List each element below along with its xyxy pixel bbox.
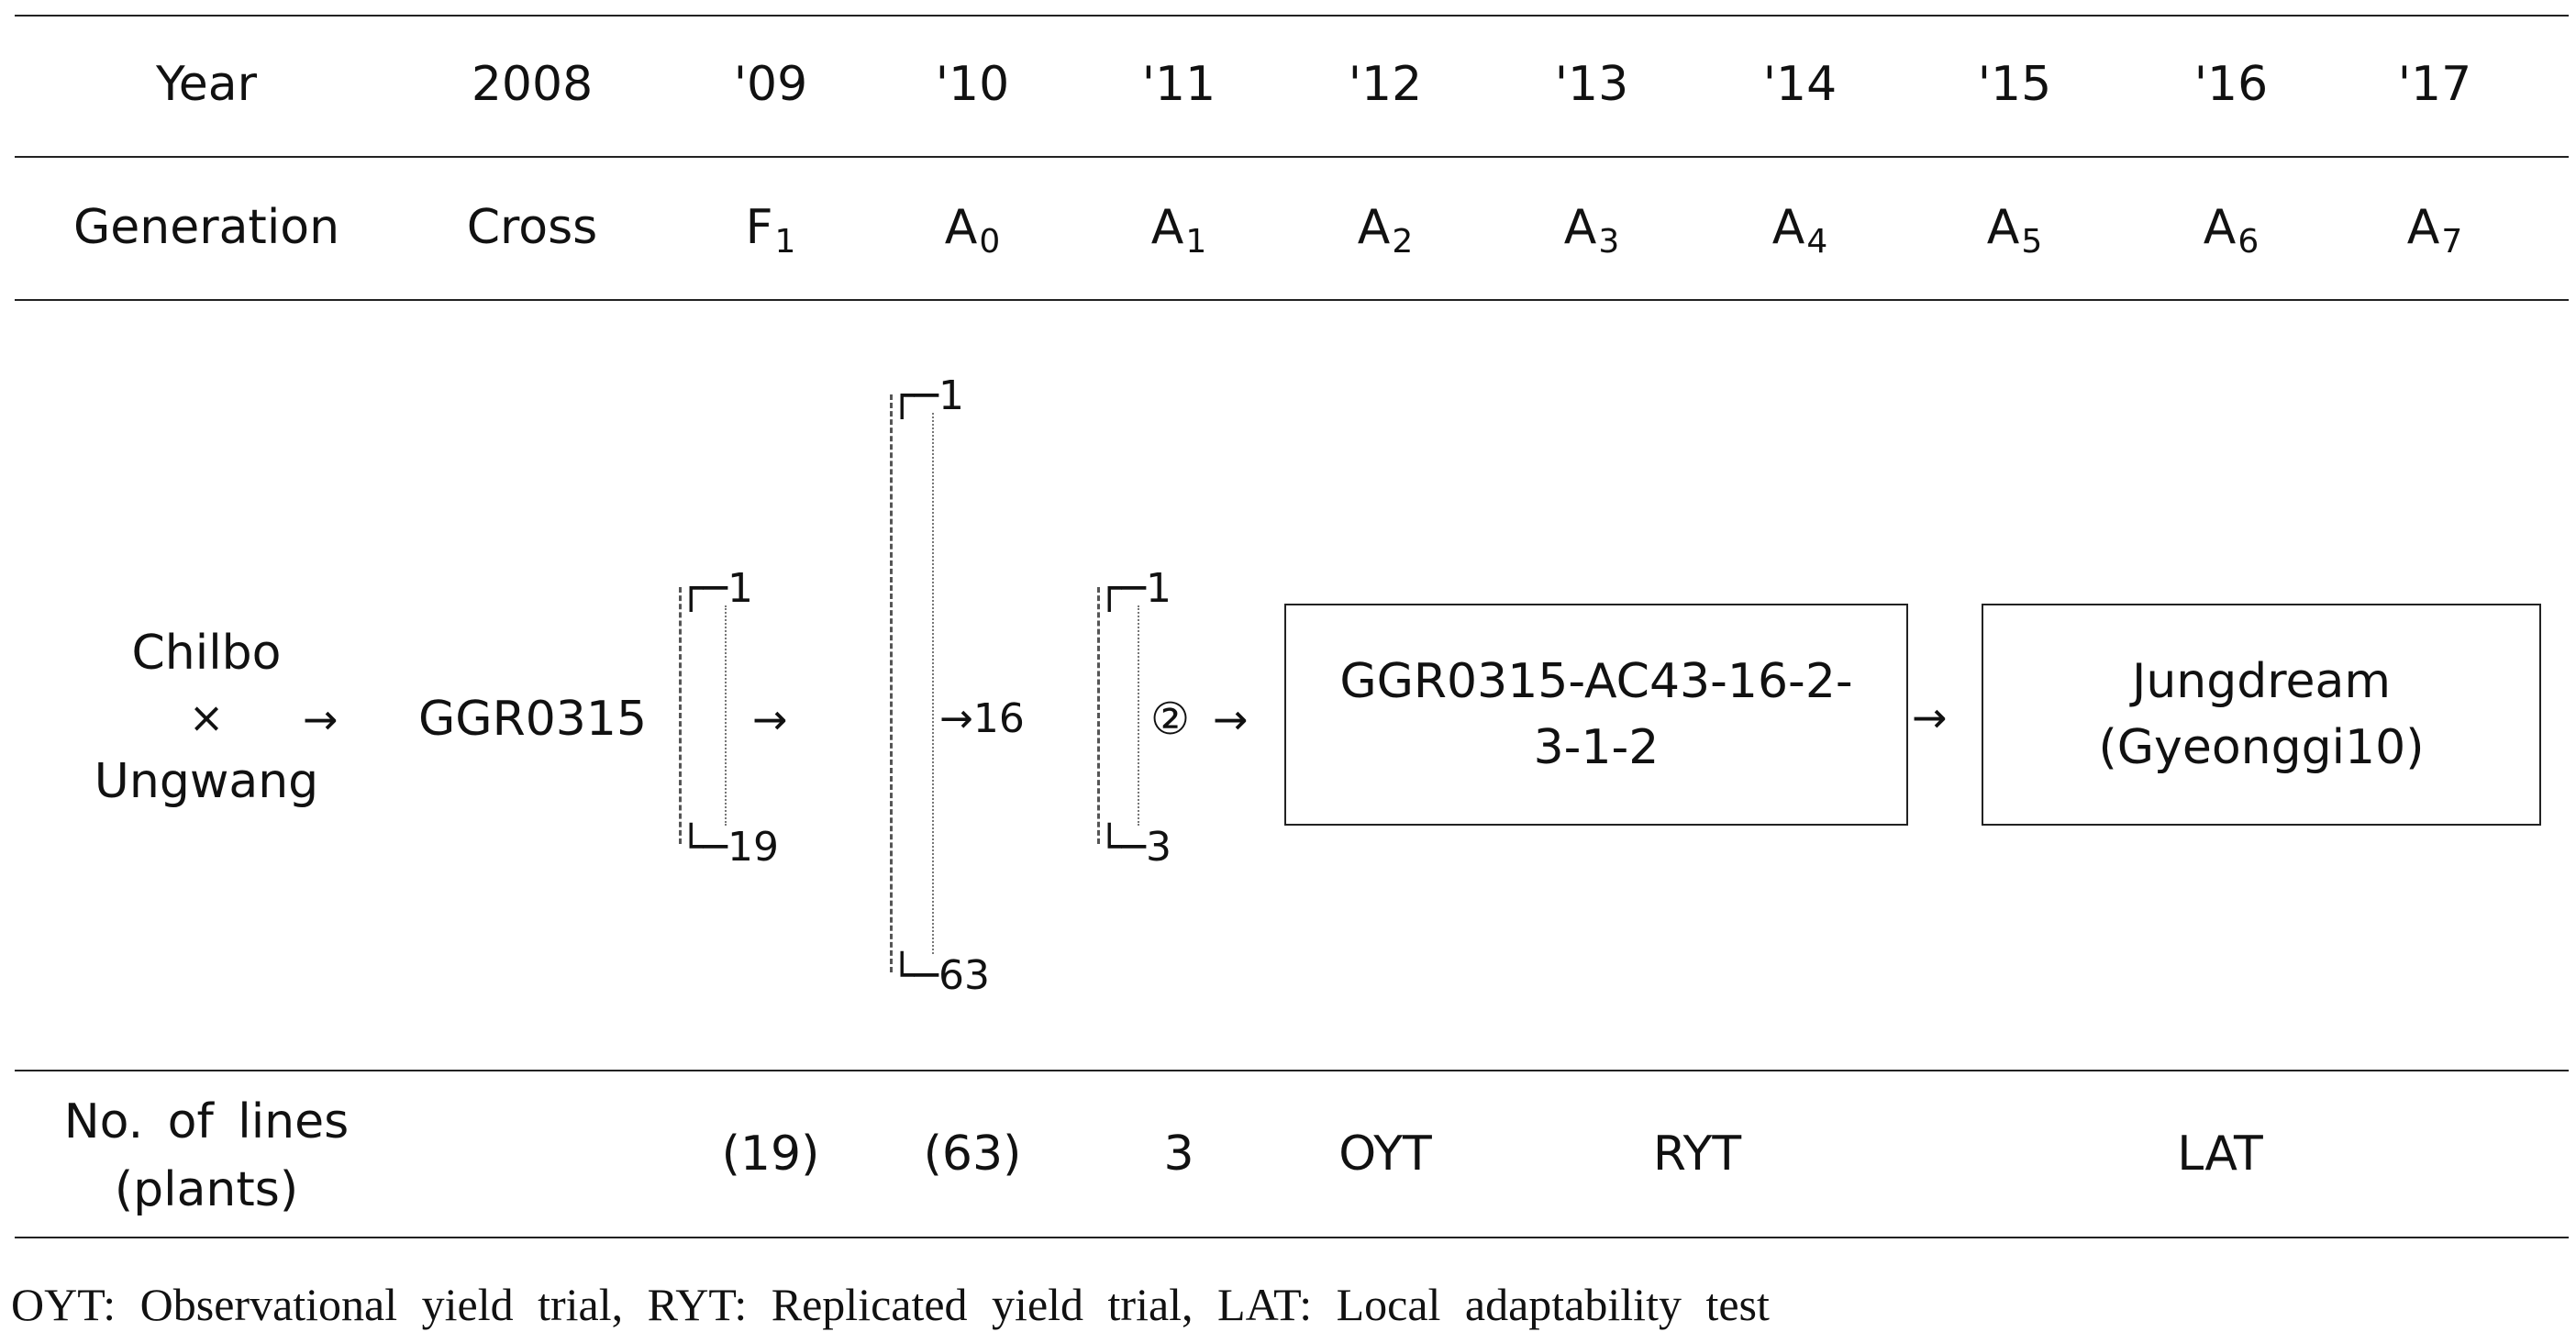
a0-selected: →16 — [939, 695, 1025, 742]
rule-bottom — [15, 1237, 2569, 1238]
generation-label: Generation — [72, 200, 340, 255]
year-cell: '13 — [1554, 57, 1629, 112]
variety-name-box: Jungdream (Gyeonggi10) — [1982, 604, 2541, 826]
generation-cell: A4 — [1771, 200, 1828, 261]
generation-cell: A6 — [2203, 200, 2260, 261]
generation-cell: A3 — [1563, 200, 1620, 261]
a0-bracket-bottom: └─63 — [890, 952, 990, 999]
lines-label: No. of lines (plants) — [63, 1094, 350, 1217]
rule-below-year — [15, 156, 2569, 158]
generation-cell: Cross — [466, 200, 598, 255]
arrow-icon: → — [1912, 693, 1948, 742]
f1-bracket-line — [679, 587, 682, 844]
lines-cell-lat: LAT — [2177, 1127, 2263, 1182]
rule-above-lines — [15, 1070, 2569, 1071]
generation-cell: A1 — [1150, 200, 1207, 261]
arrow-icon: → — [303, 694, 339, 744]
arrow-icon: → — [1213, 694, 1249, 744]
year-cell: '14 — [1762, 57, 1838, 112]
generation-cell: A7 — [2406, 200, 2463, 261]
arrow-icon: → — [752, 694, 788, 744]
selected-line-box: GGR0315-AC43-16-2- 3-1-2 — [1284, 604, 1908, 826]
year-cell: '12 — [1348, 57, 1423, 112]
a0-bracket-line — [890, 394, 893, 972]
year-cell: '16 — [2193, 57, 2269, 112]
rule-below-generation — [15, 299, 2569, 301]
parent-chilbo: Chilbo — [131, 626, 282, 681]
generation-cell: F1 — [745, 200, 796, 261]
a0-bracket-top: ┌─1 — [890, 372, 964, 419]
lines-cell-f1: (19) — [721, 1127, 820, 1182]
year-label: Year — [155, 57, 258, 112]
generation-cell: A0 — [944, 200, 1001, 261]
cross-name: GGR0315 — [418, 692, 648, 747]
a1-bracket-bottom: └─3 — [1097, 824, 1171, 871]
lines-cell-a0: (63) — [923, 1127, 1022, 1182]
cross-symbol: × — [188, 693, 225, 742]
year-cell: '09 — [733, 57, 808, 112]
f1-bracket-line — [725, 605, 727, 826]
lines-cell-a1: 3 — [1163, 1127, 1194, 1182]
lines-cell-oyt: OYT — [1338, 1127, 1432, 1182]
year-cell: '15 — [1977, 57, 2052, 112]
a1-bracket-line — [1097, 587, 1100, 844]
a1-bracket-line — [1138, 605, 1139, 826]
year-cell: 2008 — [471, 57, 594, 112]
lines-cell-ryt: RYT — [1652, 1127, 1742, 1182]
footnote: OYT: Observational yield trial, RYT: Rep… — [11, 1279, 1770, 1330]
year-cell: '10 — [935, 57, 1010, 112]
a1-bracket-top: ┌─1 — [1097, 565, 1171, 612]
a1-selected: ② — [1150, 694, 1191, 745]
f1-bracket-bottom: └─19 — [679, 824, 779, 871]
generation-cell: A5 — [1986, 200, 2043, 261]
parent-ungwang: Ungwang — [94, 754, 319, 809]
generation-cell: A2 — [1357, 200, 1414, 261]
f1-bracket-top: ┌─1 — [679, 565, 753, 612]
rule-top — [15, 15, 2569, 17]
year-cell: '17 — [2397, 57, 2472, 112]
a0-bracket-line — [932, 413, 934, 954]
year-cell: '11 — [1141, 57, 1216, 112]
